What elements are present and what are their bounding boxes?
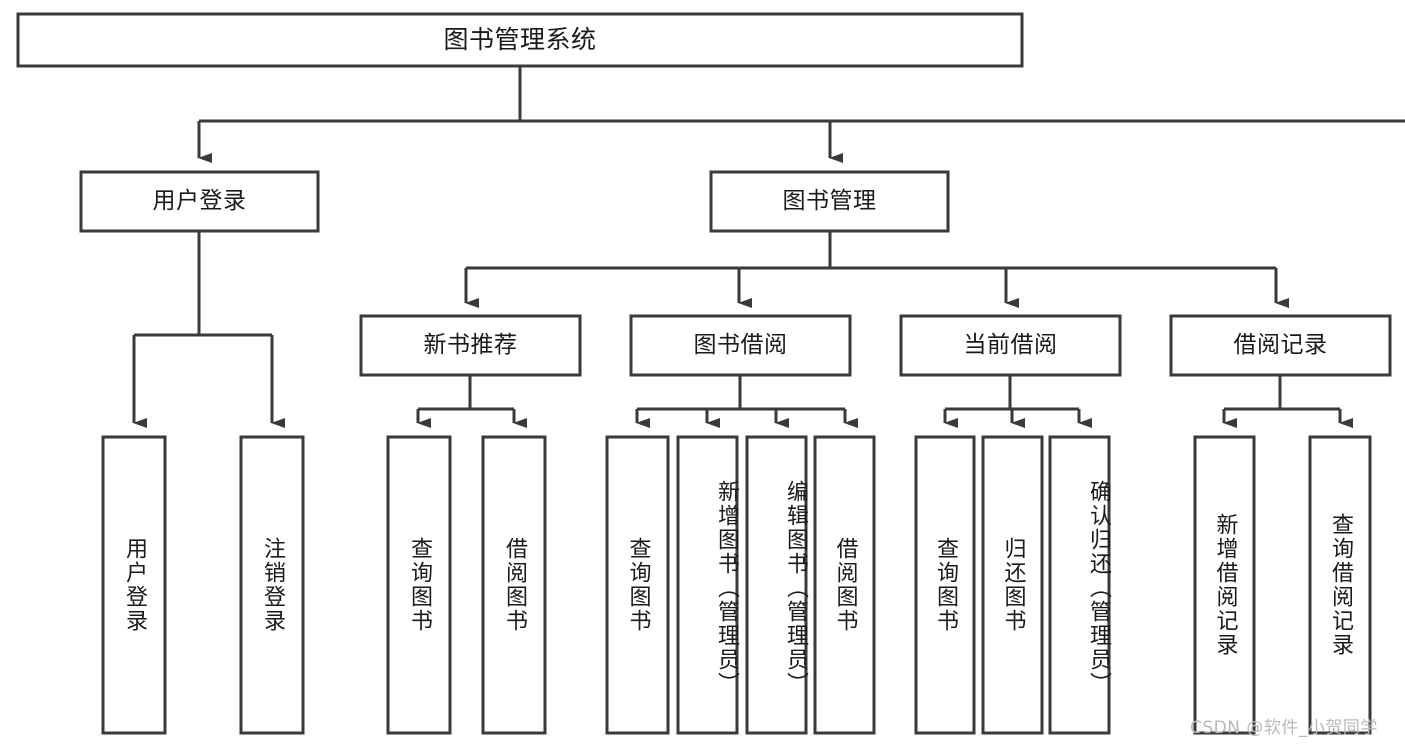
connector-user-login-to-leaves [132,231,285,428]
leaf-confirm-return-box[interactable] [1048,435,1111,735]
leaf-logout-box[interactable] [239,435,305,735]
leaf-user-login-box[interactable] [101,435,167,735]
leaf-borrow-book-1-box[interactable] [481,435,547,735]
connector-current-borrow-to-leaves [943,375,1092,428]
leaf-query-book-3-box[interactable] [914,435,976,735]
leaf-edit-book-box[interactable] [745,435,808,735]
node-new-book-recommend-box[interactable] [359,314,582,377]
node-book-borrow-box[interactable] [629,314,852,377]
connector-book-borrow-to-leaves [635,375,858,428]
leaf-query-record-box[interactable] [1308,435,1372,735]
leaf-add-record-box[interactable] [1193,435,1256,735]
node-borrow-record-box[interactable] [1169,314,1392,377]
connector-new-book-recommend-to-leaves [416,375,527,428]
watermark: CSDN @软件_小贺同学 [1190,718,1378,738]
node-current-borrow-box[interactable] [899,314,1122,377]
node-user-login-box[interactable] [79,170,320,233]
connector-book-management-to-level3 [464,231,1289,308]
leaf-borrow-book-2-box[interactable] [813,435,876,735]
leaf-add-book-box[interactable] [676,435,739,735]
leaf-query-book-2-box[interactable] [605,435,670,735]
node-book-management-box[interactable] [709,170,950,233]
connector-root-to-level2 [197,66,1405,163]
leaf-return-book-box[interactable] [981,435,1044,735]
leaf-query-book-1-box[interactable] [386,435,452,735]
node-root-box[interactable] [16,12,1024,68]
connector-borrow-record-to-leaves [1222,375,1353,428]
